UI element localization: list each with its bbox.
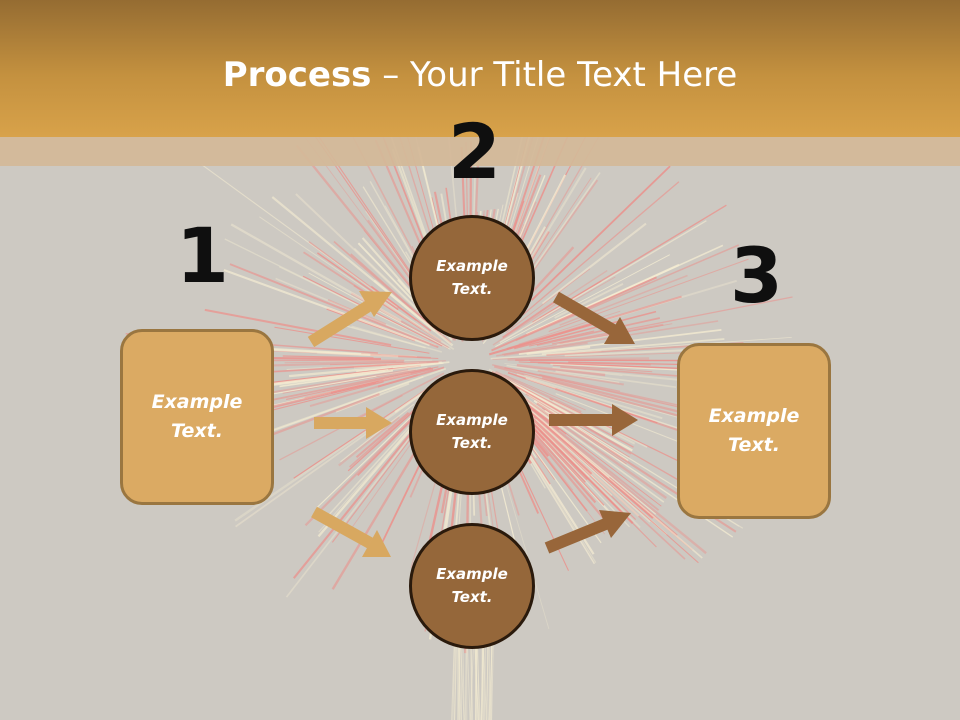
slide-title-rest: – Your Title Text Here [371,55,738,95]
arrow-right-bottom [544,510,631,554]
arrow-right-top [552,291,635,344]
circle-top: Example Text. [409,215,535,341]
left-text-box: Example Text. [120,329,274,505]
arrow-right-middle [549,404,638,436]
step-number-2: 2 [448,107,501,196]
arrow-left-middle [314,407,392,439]
step-number-3: 3 [730,231,783,320]
title-bar-band [0,137,960,166]
slide-title: Process – Your Title Text Here [0,52,960,98]
right-text-box: Example Text. [677,343,831,519]
arrow-left-bottom [311,506,391,557]
slide-title-bold: Process [222,55,372,95]
circle-middle: Example Text. [409,369,535,495]
circle-bottom: Example Text. [409,523,535,649]
title-bar [0,0,960,137]
arrow-left-top [307,291,392,348]
step-number-1: 1 [176,211,229,300]
